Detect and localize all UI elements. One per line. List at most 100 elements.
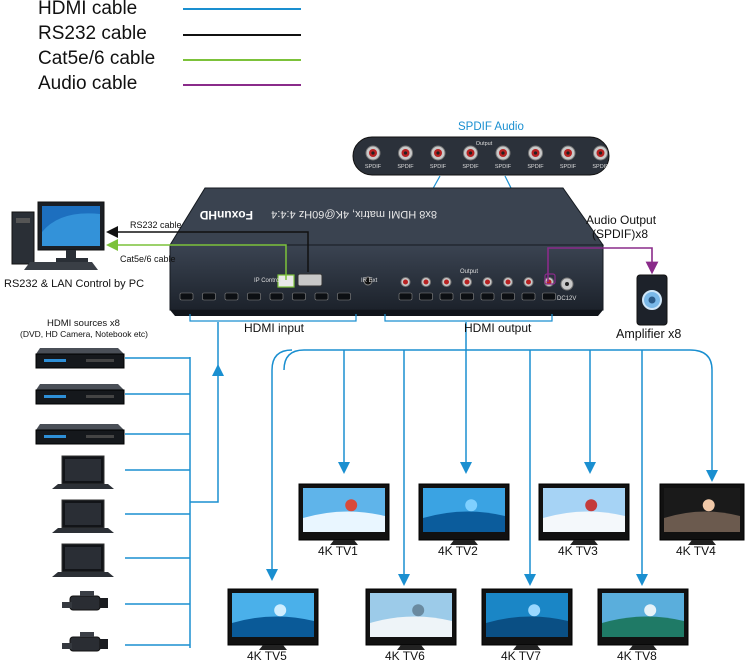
tv-label: 4K TV3 [558,544,598,558]
hdmi-output-port [542,292,556,301]
spdif-audio-label: SPDIF Audio [458,121,524,133]
hdmi-output-label: HDMI output [464,321,532,335]
hdmi-output-port [398,292,413,301]
device-output-label: Output [460,269,479,275]
hdmi-sources [35,348,125,652]
hdmi-output-port [439,292,454,301]
dvd-player [35,424,125,445]
hdmi-input-port [292,292,306,301]
legend-audio-label: Audio cable [38,73,138,94]
spdif-port: SPDIF [365,145,382,170]
hdmi-input-port [179,292,194,301]
spdif-port-label: SPDIF [397,164,414,170]
legend-rs232-line [183,34,301,36]
tv-label: 4K TV5 [247,649,287,663]
spdif-port-label: SPDIF [592,164,609,170]
dvd-player [35,384,125,405]
spdif-port: SPDIF [462,145,479,170]
spdif-port: SPDIF [495,145,512,170]
hdmi-input-label: HDMI input [244,321,305,335]
legend-cat-label: Cat5e/6 cable [38,48,156,69]
spdif-port-label: SPDIF [365,164,382,170]
hdmi-source-wiring [125,322,224,648]
spdif-port: SPDIF [527,145,544,170]
device-brand: FoxunHD [199,208,253,222]
device-power-label: DC12V [557,296,577,302]
spdif-port: SPDIF [592,145,609,170]
hdmi-output-wiring [266,322,718,586]
hdmi-input-port [224,292,239,301]
hdmi-output-port [460,292,474,301]
legend-hdmi-label: HDMI cable [38,0,138,19]
spdif-port-label: SPDIF [560,164,577,170]
hdmi-input-port [269,292,284,301]
camcorder [62,591,108,611]
cat-cable-label: Cat5e/6 cable [120,254,176,264]
amplifier [636,274,668,326]
rs232-cable-label: RS232 cable [130,220,182,230]
legend-audio-line [183,84,301,86]
device-model-text: 8x8 HDMI matrix, 4K@60Hz 4:4:4 [271,208,437,220]
spdif-port-label: SPDIF [495,164,512,170]
spdif-port-label: SPDIF [462,164,479,170]
camcorder [62,632,108,652]
hdmi-output-port [521,292,536,301]
pc-caption: RS232 & LAN Control by PC [4,278,145,290]
tv-label: 4K TV2 [438,544,478,558]
legend-hdmi-line [183,8,301,10]
tv-label: 4K TV6 [385,649,425,663]
tv-display [481,588,573,650]
sources-title-1: HDMI sources x8 [47,318,120,329]
tv-displays [227,483,745,650]
spdif-output-label: Output [476,141,493,147]
tv-display [597,588,689,650]
hdmi-input-bracket [189,314,357,322]
audio-output-label-2: (SPDIF)x8 [592,227,649,241]
rs232-cable [106,226,309,272]
hdmi-input-port [247,292,261,301]
tv-label: 4K TV7 [501,649,541,663]
tv-display [365,588,457,650]
tv-display [298,483,390,545]
laptop [52,543,114,577]
laptop [52,499,114,533]
ir-port [363,276,373,286]
spdif-audio-panel: SPDIF SPDIF SPDIF SPDIF SPDIF SPDIF SPDIF SPDIF… [352,136,610,176]
rs232-port [297,273,323,287]
tv-label: 4K TV4 [676,544,716,558]
tv-display [227,588,319,650]
hdmi-output-port [480,292,495,301]
spdif-port: SPDIF [560,145,577,170]
hdmi-output-port [419,292,433,301]
spdif-port: SPDIF [430,145,447,170]
hdmi-input-port [202,292,216,301]
spdif-port: SPDIF [397,145,414,170]
device-ip-label: IP Control [254,278,281,284]
tv-label: 4K TV8 [617,649,657,663]
hdmi-input-port [337,292,351,301]
device-ir-label: IR Ext [361,278,378,284]
spdif-ports: SPDIF SPDIF SPDIF SPDIF SPDIF SPDIF SPDIF SPDIF… [365,141,609,170]
dvd-player [35,348,125,369]
hdmi-output-bracket [384,314,553,322]
spdif-port-label: SPDIF [430,164,447,170]
tv-display [418,483,510,545]
device-ports [179,273,574,301]
hdmi-output-port [501,292,515,301]
legend-cat-line [183,59,301,61]
tv-label: 4K TV1 [318,544,358,558]
audio-output-label-1: Audio Output [586,213,657,227]
amplifier-label: Amplifier x8 [616,327,682,341]
spdif-port-label: SPDIF [527,164,544,170]
laptop [52,455,114,489]
sources-title-2: (DVD, HD Camera, Notebook etc) [20,329,149,339]
cat-cable [106,239,287,280]
tv-display [659,483,745,545]
tv-display [538,483,630,545]
legend-rs232-label: RS232 cable [38,23,147,44]
hdmi-input-port [314,292,329,301]
audio-cable [547,247,659,282]
pc-computer [11,201,105,270]
